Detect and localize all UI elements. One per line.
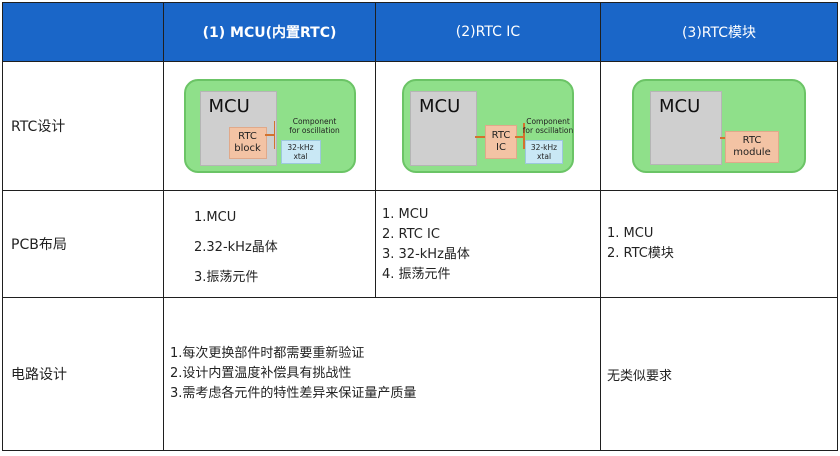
connector-line (523, 123, 525, 149)
rtc-block: RTC block (228, 127, 267, 159)
rtc-design-row: RTC设计 MCU RTC block Component for oscill… (2, 61, 838, 191)
rtc-module: RTC module (725, 131, 779, 163)
rtc-line1: RTC (238, 131, 257, 142)
list-item: 3. 32-kHz晶体 (382, 247, 470, 262)
diagram-mcu-builtin: MCU RTC block Component for oscillation … (183, 79, 356, 173)
row-label-circuit-design: 电路设计 (2, 297, 164, 451)
pcb-cell-rtc-ic: 1. MCU 2. RTC IC 3. 32-kHz晶体 4. 振荡元件 (375, 190, 601, 298)
row-label-pcb-layout: PCB布局 (2, 190, 164, 298)
list-item: 1.每次更换部件时都需要重新验证 (170, 346, 365, 361)
list-item: 2.设计内置温度补偿具有挑战性 (170, 366, 352, 381)
list-item: 3.需考虑各元件的特性差异来保证量产质量 (170, 386, 417, 401)
circuit-cell-rtc-module: 无类似要求 (600, 297, 838, 451)
connector-line (720, 137, 726, 139)
list-item: 2. RTC模块 (607, 246, 674, 261)
header-rtc-module: (3)RTC模块 (600, 2, 838, 62)
mcu-label: MCU (419, 96, 461, 117)
comparison-table: (1) MCU(内置RTC) (2)RTC IC (3)RTC模块 RTC设计 … (2, 2, 838, 451)
connector-line (273, 121, 275, 149)
oscillation-component-label: Component for oscillation (289, 117, 340, 135)
oscillation-component-label: Component for oscillation (522, 117, 574, 135)
list-item: 4. 振荡元件 (382, 267, 451, 282)
diagram-cell-rtc-ic: MCU RTC IC Component for oscillation 32-… (375, 61, 601, 191)
diagram-rtc-module: MCU RTC module (632, 79, 806, 173)
pcb-cell-mcu: 1.MCU 2.32-kHz晶体 3.振荡元件 (163, 190, 376, 298)
header-row: (1) MCU(内置RTC) (2)RTC IC (3)RTC模块 (2, 2, 838, 62)
connector-line (264, 134, 274, 136)
rtc-line2: block (234, 143, 261, 154)
circuit-design-row: 电路设计 1.每次更换部件时都需要重新验证 2.设计内置温度补偿具有挑战性 3.… (2, 297, 838, 451)
pcb-list-rtc-ic: 1. MCU 2. RTC IC 3. 32-kHz晶体 4. 振荡元件 (376, 191, 600, 285)
row-label-rtc-design: RTC设计 (2, 61, 164, 191)
list-item: 2. RTC IC (382, 227, 440, 242)
mcu-chip: MCU (650, 91, 722, 165)
list-item: 1.MCU (194, 210, 237, 225)
xtal-component: 32-kHz xtal (280, 140, 321, 164)
circuit-list: 1.每次更换部件时都需要重新验证 2.设计内置温度补偿具有挑战性 3.需考虑各元… (164, 344, 600, 404)
pcb-layout-row: PCB布局 1.MCU 2.32-kHz晶体 3.振荡元件 1. MCU 2. … (2, 190, 838, 298)
list-item: 2.32-kHz晶体 (194, 240, 278, 255)
pcb-cell-rtc-module: 1. MCU 2. RTC模块 (600, 190, 838, 298)
pcb-list-rtc-module: 1. MCU 2. RTC模块 (601, 224, 837, 264)
diagram-cell-mcu: MCU RTC block Component for oscillation … (163, 61, 376, 191)
mcu-label: MCU (208, 96, 250, 117)
list-item: 1. MCU (607, 226, 654, 241)
diagram-rtc-ic: MCU RTC IC Component for oscillation 32-… (402, 79, 574, 173)
connector-line (515, 136, 523, 138)
mcu-label: MCU (659, 96, 701, 117)
list-item: 3.振荡元件 (194, 270, 259, 285)
header-mcu-builtin-rtc: (1) MCU(内置RTC) (163, 2, 376, 62)
connector-line (475, 136, 485, 138)
mcu-chip: MCU (410, 91, 477, 166)
header-rtc-ic: (2)RTC IC (375, 2, 601, 62)
pcb-list-mcu: 1.MCU 2.32-kHz晶体 3.振荡元件 (164, 191, 375, 293)
rtc-ic: RTC IC (485, 125, 517, 159)
circuit-cell-mcu-rtc-ic: 1.每次更换部件时都需要重新验证 2.设计内置温度补偿具有挑战性 3.需考虑各元… (163, 297, 601, 451)
diagram-cell-rtc-module: MCU RTC module (600, 61, 838, 191)
xtal-component: 32-kHz xtal (525, 140, 563, 164)
list-item: 1. MCU (382, 207, 429, 222)
header-corner (2, 2, 164, 62)
